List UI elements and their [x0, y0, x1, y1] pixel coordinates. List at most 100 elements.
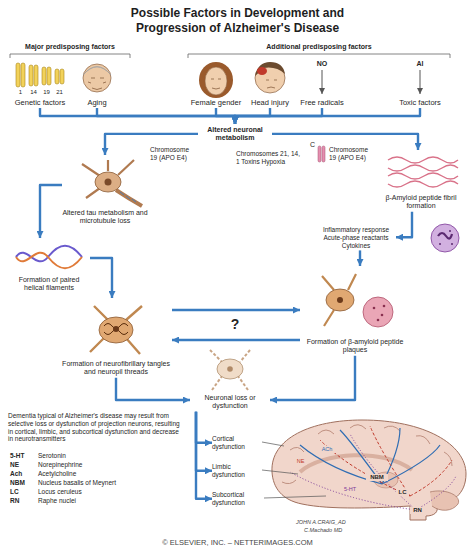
chromosomes-part [47, 67, 51, 85]
plaque-neuron-part [383, 305, 386, 308]
nucleus-label: LC [396, 489, 409, 496]
chromosome-number: 19 [40, 89, 54, 96]
inflammatory-cell-part [438, 233, 452, 239]
key-abbreviation: LC [10, 488, 36, 496]
inflammatory-cell-part [449, 230, 451, 232]
diagram-title: Possible Factors in Development and Prog… [95, 6, 380, 36]
female-face-part [211, 79, 221, 89]
pathway-note: Chromosomes 21, 14, 1 Toxins Hypoxia [236, 150, 304, 166]
toxin-arrows-part [322, 70, 323, 94]
factor-brackets-part [10, 54, 130, 58]
key-meaning: Norepinephrine [38, 461, 178, 469]
nucleus-label: NBM [366, 474, 388, 481]
transmitter-label: 5-HT [340, 486, 360, 493]
chromosome-mark: C [308, 141, 317, 149]
toxin-arrows [322, 70, 420, 94]
tau-neuron-part [95, 172, 121, 192]
neuron-loss-box: Neuronal loss or dysfunction [190, 344, 270, 412]
node-text: Limbic dysfunction [212, 463, 260, 479]
chromosomes [16, 63, 64, 87]
plaque-neuron-part [381, 314, 384, 317]
node-text: Formation of paired helical filaments [8, 276, 90, 293]
brain-part [262, 442, 326, 498]
inflammatory-cell-part [451, 243, 453, 245]
chromosomes-part [42, 67, 46, 85]
tangle-neuron [90, 306, 142, 354]
toxin-arrows-part [420, 70, 421, 94]
plaque-neuron [322, 274, 393, 327]
flow-arrow [359, 250, 361, 266]
genetic-factor: Genetic factors [8, 58, 72, 108]
flow-arrow [172, 339, 300, 341]
degenerating-neuron-part [217, 359, 243, 379]
inflammatory-cell [431, 224, 459, 252]
node-text: Altered neuronal metabolism [198, 126, 272, 143]
brain-part [300, 428, 440, 484]
tau-neuron-part [105, 179, 112, 186]
node-text: Neuronal loss or dysfunction [190, 394, 270, 411]
chromosomes-part [16, 63, 20, 87]
plaque-neuron-part [377, 319, 380, 322]
nucleus-label: RN [410, 507, 425, 514]
group-heading: Major predisposing factors [10, 43, 130, 51]
head-injury-part [255, 62, 285, 76]
amyloid-fibrils [388, 157, 458, 187]
aging-factor: Aging [74, 58, 120, 108]
flow-arrow [216, 108, 235, 124]
flow-arrow [196, 412, 212, 471]
factor-brackets-part [188, 54, 450, 58]
brain-part [282, 425, 452, 484]
inflammation-box: Inflammatory response Acute-phase reacta… [316, 224, 396, 250]
tangle-neuron-part [99, 317, 133, 343]
tangle-neuron-part [113, 326, 119, 332]
node-text: Subcortical dysfunction [212, 491, 262, 507]
chromosomes-part [29, 65, 33, 86]
question-mark: ? [224, 316, 246, 333]
female-face-part [205, 67, 227, 95]
key-abbreviation: 5-HT [10, 452, 36, 460]
copyright-line: © ELSEVIER, INC. – NETTERIMAGES.COM [0, 538, 475, 547]
paired-helical-filaments-part [16, 253, 82, 269]
node-text: Female gender [188, 98, 244, 107]
node-text: Aging [74, 98, 120, 107]
plaque-neuron-part [322, 274, 356, 326]
chemical-symbol: Al [408, 60, 432, 68]
chromosome-small-part [322, 146, 325, 162]
amyloid-fibrils-part [388, 157, 458, 163]
aging-face [83, 64, 111, 92]
chromosome-number: 1 [14, 89, 28, 96]
tangle-box: Formation of neurofibrillary tangles and… [60, 298, 172, 378]
inflammatory-cell-part [431, 224, 459, 252]
flow-arrow [270, 356, 355, 400]
pathway-note: Chromosome 19 (APO E4) [150, 146, 196, 162]
cortical-box: Cortical dysfunction [212, 434, 260, 452]
brain-part [290, 434, 456, 510]
chromosomes-part [60, 69, 64, 84]
head-injury-factor: Head injury [246, 58, 294, 108]
tangle-neuron-part [90, 306, 142, 354]
flow-arrow [40, 108, 235, 124]
node-text: Head injury [246, 98, 294, 107]
tau-neuron-part [120, 192, 136, 202]
key-abbreviation: RN [10, 497, 36, 505]
head-injury [255, 62, 285, 93]
key-abbreviation: NE [10, 461, 36, 469]
female-face [199, 62, 233, 98]
amyloid-fibrils-part [388, 181, 458, 187]
flow-arrow [172, 309, 300, 311]
node-text: Formation of β-amyloid peptide plaques [300, 338, 410, 355]
degenerating-neuron-part [227, 366, 233, 372]
head-injury-part [257, 67, 267, 75]
flow-arrow [97, 108, 235, 124]
gender-factor: Female gender [188, 58, 244, 108]
key-meaning: Locus ceruleus [38, 488, 178, 496]
transmitter-label: ACh [318, 446, 336, 453]
key-meaning: Acetylcholine [38, 470, 178, 478]
transmitter-label: NE [294, 458, 307, 465]
degenerating-neuron-part [210, 350, 250, 390]
node-text: Genetic factors [8, 98, 72, 107]
filament-box: Formation of paired helical filaments [8, 238, 90, 294]
plaque-neuron-part [373, 307, 376, 310]
node-text: Formation of neurofibrillary tangles and… [60, 360, 172, 377]
chromosomes-part [55, 69, 59, 84]
